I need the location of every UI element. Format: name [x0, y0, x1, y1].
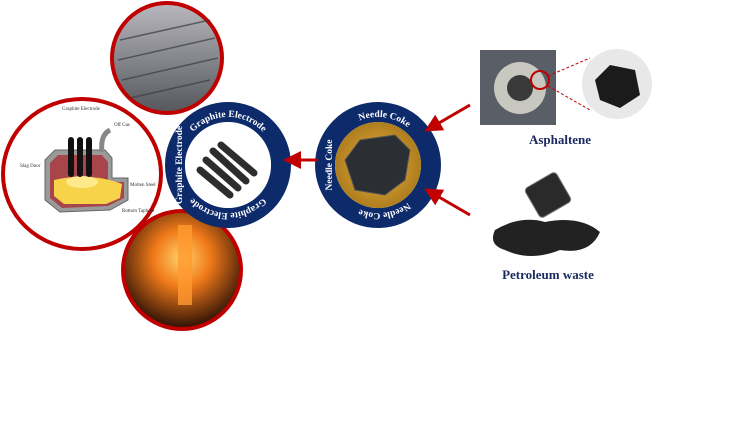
graphite-ring-label-left: Graphite Electrode — [175, 126, 185, 204]
petroleum-waste-label: Petroleum waste — [502, 267, 594, 282]
electric-arc-furnace-diagram: Graphite Electrode Off Gas Slag Door Mol… — [1, 97, 163, 251]
petroleum-waste-image — [492, 172, 600, 256]
graphite-electrode-ring: Graphite Electrode Graphite Electrode Gr… — [165, 102, 291, 228]
needle-ring-label-left: Needle Coke — [325, 140, 335, 191]
needle-coke-ring: Needle Coke Needle Coke Needle Coke — [315, 102, 441, 228]
label-off-gas: Off Gas — [114, 123, 130, 128]
asphaltene-label: Asphaltene — [529, 132, 591, 147]
graphite-rods-image — [196, 141, 258, 199]
label-slag-door: Slag Door — [20, 164, 41, 169]
molten-steel-photo — [121, 209, 243, 331]
label-graphite-electrode: Graphite Electrode — [62, 107, 101, 112]
electrode-stock-photo — [110, 1, 224, 115]
arrow-asphaltene-to-needle — [424, 103, 471, 132]
needle-coke-image — [344, 134, 411, 196]
asphaltene-image — [480, 49, 652, 125]
label-bottom-taphole: Bottom Taphole — [122, 209, 155, 214]
arrow-petroleum-to-needle — [424, 188, 471, 217]
label-molten-steel: Molten Steel — [130, 183, 156, 188]
